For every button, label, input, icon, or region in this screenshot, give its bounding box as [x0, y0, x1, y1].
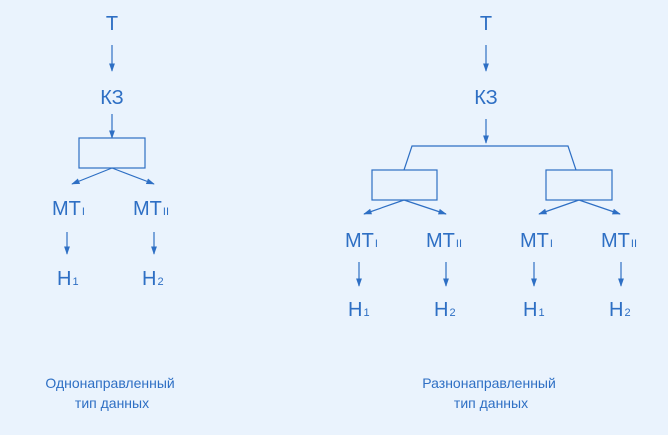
- right-diagram: Т КЗ МТI МТII МТI МТII Н1 Н2: [345, 13, 637, 411]
- right-h1-a-node: Н1: [348, 299, 370, 321]
- left-mt2-node: МТII: [133, 198, 169, 220]
- right-arrow-boxa-mt1: [363, 199, 405, 215]
- left-mt1-node: МТI: [52, 198, 85, 220]
- right-mt2-b-node: МТII: [601, 230, 637, 252]
- right-t-node: Т: [480, 13, 492, 35]
- right-arrow-boxb-mt1: [538, 199, 580, 215]
- right-h1-b-node: Н1: [523, 299, 545, 321]
- right-h2-b-node: Н2: [609, 299, 631, 321]
- right-switch-box-b: [545, 169, 613, 201]
- left-diagram: Т КЗ МТI МТII Н1 Н2 Однонаправленный тип…: [45, 13, 178, 411]
- right-mt2-a-node: МТII: [426, 230, 462, 252]
- right-arrow-boxa-mt2: [403, 199, 447, 215]
- left-caption: Однонаправленный тип данных: [45, 375, 178, 411]
- right-switch-box-a: [371, 169, 438, 201]
- right-h2-a-node: Н2: [434, 299, 456, 321]
- right-kz-node: КЗ: [474, 87, 498, 109]
- left-arrow-box-mt2: [111, 167, 155, 185]
- right-caption: Разнонаправленный тип данных: [422, 375, 559, 411]
- right-arrow-boxb-mt2: [578, 199, 621, 215]
- left-switch-box: [78, 137, 146, 169]
- right-mt1-b-node: МТI: [520, 230, 553, 252]
- left-t-node: Т: [106, 13, 118, 35]
- right-split-line: [403, 145, 577, 171]
- left-kz-node: КЗ: [100, 87, 124, 109]
- left-h1-node: Н1: [57, 268, 79, 290]
- left-h2-node: Н2: [142, 268, 164, 290]
- left-arrow-box-mt1: [71, 167, 113, 185]
- right-mt1-a-node: МТI: [345, 230, 378, 252]
